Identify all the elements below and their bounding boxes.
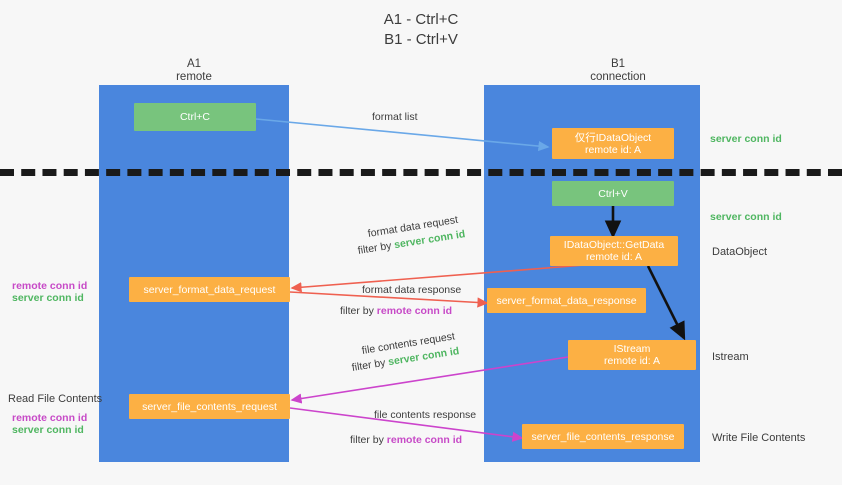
edge-label-format-data-request-filter-prefix: filter by [356, 239, 396, 257]
column-header-b1-sub: connection [590, 71, 646, 83]
right-label-server-conn-id-mid: server conn id [710, 211, 782, 223]
node-idataobject-line2: remote id: A [584, 143, 642, 156]
node-server-file-contents-request-label: server_file_contents_request [142, 400, 277, 413]
edge-label-file-contents-request-filter-prefix: filter by [350, 356, 390, 374]
left-label-server-conn-id-2: server conn id [12, 424, 84, 436]
column-header-a1: A1 remote [114, 58, 274, 84]
edge-label-file-contents-response-filter: filter by remote conn id [350, 434, 462, 447]
edge-label-format-list: format list [372, 111, 418, 124]
left-label-server-conn-id-1: server conn id [12, 292, 84, 304]
column-header-a1-sub: remote [176, 71, 212, 83]
column-header-b1: B1 connection [538, 58, 698, 84]
node-idataobject[interactable]: 仅行IDataObject remote id: A [552, 128, 674, 159]
node-server-file-contents-request[interactable]: server_file_contents_request [129, 394, 290, 419]
node-server-format-data-request-label: server_format_data_request [143, 283, 276, 296]
column-header-b1-name: B1 [610, 58, 626, 70]
page-title: A1 - Ctrl+C B1 - Ctrl+V [0, 10, 842, 50]
edge-label-file-contents-response-text: file contents response [374, 409, 477, 421]
node-ctrl-c-label: Ctrl+C [179, 111, 211, 123]
node-istream-line2: remote id: A [603, 355, 661, 367]
edge-label-format-data-response: format data response [362, 284, 461, 297]
node-server-file-contents-response-label: server_file_contents_response [531, 430, 675, 443]
node-server-format-data-response-label: server_format_data_response [496, 294, 637, 307]
node-ctrl-c[interactable]: Ctrl+C [134, 103, 256, 131]
left-label-remote-conn-id-1: remote conn id [12, 280, 88, 292]
edge-label-file-contents-response: file contents response [374, 409, 476, 422]
right-label-write-file-contents: Write File Contents [712, 432, 806, 444]
node-ctrl-v[interactable]: Ctrl+V [552, 181, 674, 206]
right-label-istream: Istream [712, 351, 749, 363]
node-istream-line1: IStream [613, 343, 651, 355]
node-server-file-contents-response[interactable]: server_file_contents_response [522, 424, 684, 449]
node-getdata-line2: remote id: A [585, 251, 643, 263]
node-server-format-data-request[interactable]: server_format_data_request [129, 277, 290, 302]
right-label-dataobject: DataObject [712, 246, 768, 258]
edge-label-format-data-response-filter-value: remote conn id [376, 305, 453, 317]
node-istream[interactable]: IStream remote id: A [568, 340, 696, 370]
edge-label-format-data-response-filter: filter by remote conn id [340, 305, 452, 318]
title-line-2: B1 - Ctrl+V [384, 31, 458, 48]
title-line-1: A1 - Ctrl+C [383, 11, 459, 28]
node-idataobject-line1: 仅行IDataObject [574, 131, 652, 144]
separator-dashed-line [0, 169, 842, 176]
node-getdata[interactable]: IDataObject::GetData remote id: A [550, 236, 678, 266]
right-label-server-conn-id-top: server conn id [710, 133, 782, 145]
node-server-format-data-response[interactable]: server_format_data_response [487, 288, 646, 313]
edge-label-format-data-response-text: format data response [362, 284, 462, 296]
edge-label-format-data-response-filter-prefix: filter by [340, 305, 377, 317]
left-label-read-file-contents: Read File Contents [8, 393, 103, 405]
column-header-a1-name: A1 [186, 58, 202, 70]
edge-label-file-contents-response-filter-prefix: filter by [350, 434, 387, 446]
node-ctrl-v-label: Ctrl+V [598, 187, 628, 200]
edge-label-file-contents-response-filter-value: remote conn id [386, 434, 463, 446]
edge-label-format-list-text: format list [372, 111, 418, 123]
left-label-remote-conn-id-2: remote conn id [12, 412, 88, 424]
node-getdata-line1: IDataObject::GetData [563, 239, 665, 251]
